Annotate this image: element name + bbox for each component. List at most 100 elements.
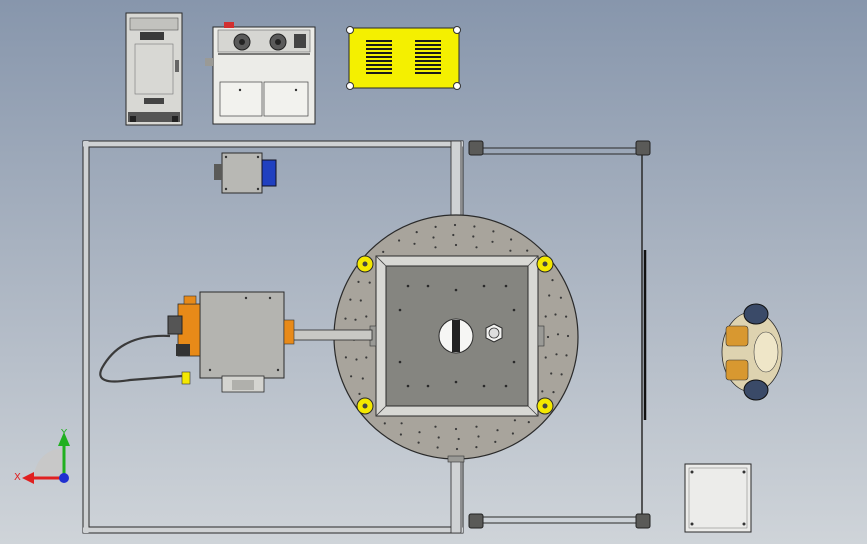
bolt-hole: [400, 422, 403, 425]
bolt-hole: [541, 390, 544, 393]
vent-slot: [366, 52, 392, 54]
fixture-hole: [512, 308, 516, 312]
bolt-hole: [350, 375, 353, 378]
bolt-hole: [559, 296, 563, 299]
vent-slot: [366, 48, 392, 50]
bolt-hole: [344, 317, 347, 320]
vent-slots-left: [366, 40, 392, 74]
bolt-hole: [473, 225, 476, 228]
bolt-hole: [454, 243, 458, 247]
bolt-hole: [492, 230, 495, 233]
bolt-hole: [358, 392, 361, 395]
bolt-hole: [357, 280, 360, 283]
bolt-hole: [475, 425, 478, 428]
vent-slot: [415, 40, 441, 42]
vent-slot: [415, 44, 441, 46]
locating-pin: [356, 255, 374, 273]
bolt-hole: [437, 436, 440, 439]
operator-control-box[interactable]: [684, 463, 752, 533]
bolt-hole: [544, 315, 547, 318]
fixture-hole: [512, 360, 516, 364]
yellow-electrical-cabinet[interactable]: [346, 26, 461, 90]
vent-slots-right: [415, 40, 441, 74]
bolt-hole: [382, 250, 385, 253]
bolt-hole: [551, 279, 554, 282]
vent-slot: [415, 60, 441, 62]
bolt-hole: [457, 437, 460, 441]
fixture-hole: [398, 308, 402, 312]
bolt-hole: [527, 421, 530, 424]
bolt-hole: [475, 446, 478, 449]
bolt-hole: [432, 236, 435, 239]
bolt-hole: [383, 422, 386, 425]
fixture-hole: [504, 284, 508, 288]
bolt-hole: [455, 447, 459, 451]
vent-slot: [415, 64, 441, 66]
rotary-positioner-table[interactable]: [333, 214, 579, 463]
fixture-hole: [426, 384, 430, 388]
vent-slot: [366, 40, 392, 42]
vent-slot: [366, 68, 392, 70]
bolt-hole: [472, 235, 475, 238]
bolt-hole: [565, 315, 568, 318]
locating-pin: [536, 255, 554, 273]
fixture-hole: [504, 384, 508, 388]
bolt-hole: [548, 294, 551, 297]
operator-frame-right: [468, 140, 651, 529]
bolt-hole: [415, 231, 418, 234]
junction-box[interactable]: [214, 152, 277, 194]
fixture-plate-holes: [398, 284, 516, 388]
bolt-hole: [526, 249, 529, 252]
bolt-hole: [417, 441, 420, 444]
bolt-hole: [418, 431, 421, 434]
bolt-hole: [413, 242, 416, 245]
vent-slot: [366, 56, 392, 58]
bolt-hole: [555, 353, 558, 356]
control-cabinet[interactable]: [125, 12, 183, 126]
coordinate-triad[interactable]: Y X: [14, 428, 70, 484]
bolt-hole: [554, 313, 557, 316]
x-axis-label: X: [14, 472, 21, 483]
bolt-hole: [434, 246, 437, 249]
bolt-hole: [511, 432, 514, 435]
torch-cable: [99, 334, 183, 383]
bolt-hole: [368, 281, 371, 284]
fixture-hole: [398, 360, 402, 364]
vent-slot: [415, 72, 441, 74]
bolt-hole: [477, 435, 480, 438]
bolt-hole: [566, 334, 570, 338]
fixture-hole: [454, 288, 458, 292]
bolt-hole: [544, 356, 547, 359]
bolt-hole: [565, 354, 568, 357]
y-axis-label: Y: [60, 428, 68, 439]
table-bolt-holes: [342, 223, 570, 451]
bolt-hole: [361, 377, 364, 380]
bolt-hole: [454, 427, 458, 431]
bolt-hole: [552, 391, 555, 394]
bolt-hole: [556, 333, 560, 336]
vent-slot: [366, 72, 392, 74]
bolt-hole: [560, 373, 563, 376]
fixture-hole: [454, 380, 458, 384]
bolt-hole: [496, 429, 499, 432]
bolt-hole: [546, 335, 550, 339]
bolt-hole: [509, 249, 512, 252]
bolt-hole: [550, 372, 553, 375]
vent-slot: [415, 48, 441, 50]
bolt-hole: [355, 358, 358, 361]
fixture-hole: [482, 384, 486, 388]
bolt-hole: [475, 246, 478, 249]
welding-robot[interactable]: [99, 291, 373, 393]
welding-power-source[interactable]: [205, 22, 316, 125]
fixture-hole: [406, 384, 410, 388]
bolt-hole: [434, 225, 437, 228]
fixture-hole: [482, 284, 486, 288]
bolt-hole: [365, 356, 368, 359]
bolt-hole: [513, 419, 517, 422]
vent-slot: [415, 68, 441, 70]
bolt-hole: [365, 315, 368, 318]
bolt-hole: [436, 446, 439, 449]
bolt-hole: [399, 433, 402, 436]
